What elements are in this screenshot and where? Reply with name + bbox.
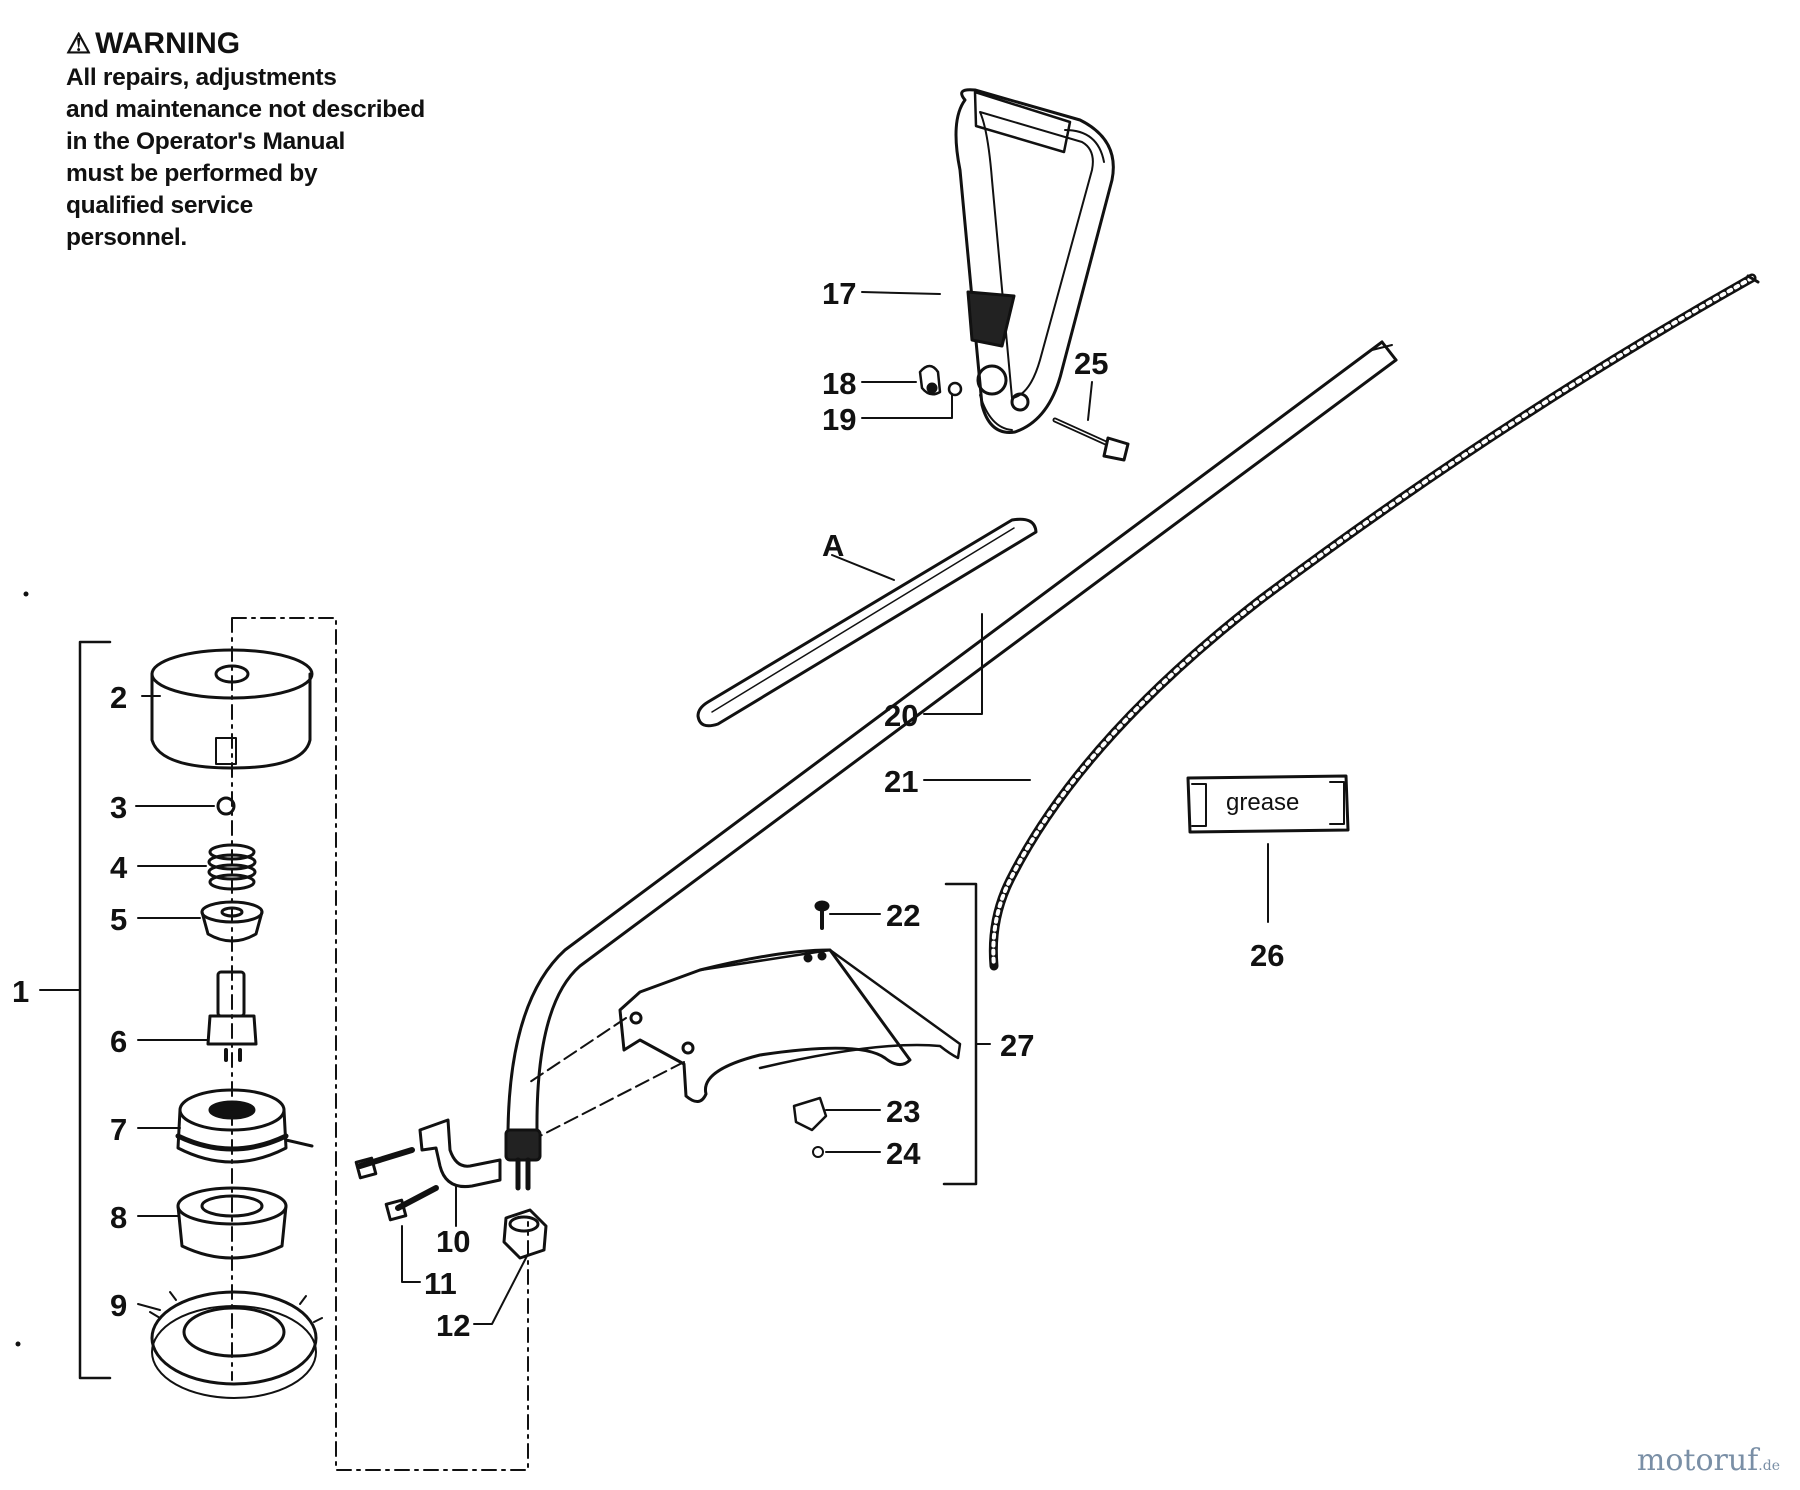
hex-nut <box>502 1208 548 1260</box>
watermark: motoruf.de <box>1637 1443 1780 1478</box>
watermark-tld: .de <box>1758 1458 1780 1474</box>
debris-shield <box>618 948 962 1103</box>
bracket-27 <box>942 882 978 1186</box>
callout-12: 12 <box>436 1308 470 1343</box>
callout-27: 27 <box>1000 1028 1034 1063</box>
warning-heading: ⚠ WARNING <box>66 26 486 62</box>
callout-7: 7 <box>110 1112 127 1147</box>
callout-5: 5 <box>110 902 127 937</box>
callout-2: 2 <box>110 680 127 715</box>
callout-a: A <box>822 528 844 563</box>
warning-line: must be performed by <box>66 160 318 187</box>
tube-clamp <box>418 1118 502 1189</box>
warning-line: qualified service <box>66 192 253 219</box>
callout-19: 19 <box>822 402 856 437</box>
grease-label: grease <box>1226 789 1299 816</box>
clamp-bolt-upper <box>354 1147 415 1180</box>
callout-4: 4 <box>110 850 128 885</box>
callout-21: 21 <box>884 764 918 799</box>
watermark-name: motoruf <box>1636 1443 1759 1478</box>
callout-26: 26 <box>1250 938 1284 973</box>
handle-assembly <box>954 88 1115 434</box>
shield-nut <box>812 1146 824 1158</box>
head-base <box>149 1290 323 1399</box>
retainer-clip <box>216 796 236 816</box>
handle-bolt <box>1052 417 1130 462</box>
wing-nut <box>918 364 942 396</box>
warning-line: All repairs, adjustments <box>66 64 337 91</box>
callout-20: 20 <box>884 698 918 733</box>
callout-22: 22 <box>886 898 920 933</box>
callout-18: 18 <box>822 366 856 401</box>
assembly-dashline <box>231 617 529 1471</box>
warning-line: and maintenance not described <box>66 96 425 123</box>
warning-line: in the Operator's Manual <box>66 128 346 155</box>
bracket-1 <box>78 640 112 1380</box>
callout-11: 11 <box>424 1266 457 1301</box>
warning-triangle-icon: ⚠ <box>66 28 92 59</box>
line-spool <box>175 1088 314 1164</box>
callout-9: 9 <box>110 1288 127 1323</box>
drive-shaft-tube <box>504 340 1398 1191</box>
warning-line: personnel. <box>66 224 187 251</box>
callout-1: 1 <box>12 974 29 1009</box>
callout-25: 25 <box>1074 346 1108 381</box>
callout-6: 6 <box>110 1024 127 1059</box>
shield-clip <box>792 1096 828 1132</box>
shield-rivet <box>814 900 830 930</box>
callout-23: 23 <box>886 1094 920 1129</box>
callout-8: 8 <box>110 1200 127 1235</box>
drive-cable <box>988 273 1760 971</box>
clamp-bolt-lower <box>384 1185 439 1222</box>
callout-labels: 1 2 3 4 5 6 7 8 9 10 11 12 17 18 19 20 2… <box>12 276 1299 1343</box>
callout-24: 24 <box>886 1136 921 1171</box>
callout-17: 17 <box>822 276 856 311</box>
warning-notice: ⚠ WARNING All repairs, adjustments and m… <box>66 26 486 254</box>
grease-pack <box>1186 774 1350 923</box>
label-strip-a <box>696 517 1038 728</box>
callout-3: 3 <box>110 790 127 825</box>
washer <box>947 381 963 397</box>
warning-title: WARNING <box>95 27 241 60</box>
leader-lines <box>135 291 1093 1325</box>
callout-10: 10 <box>436 1224 470 1259</box>
